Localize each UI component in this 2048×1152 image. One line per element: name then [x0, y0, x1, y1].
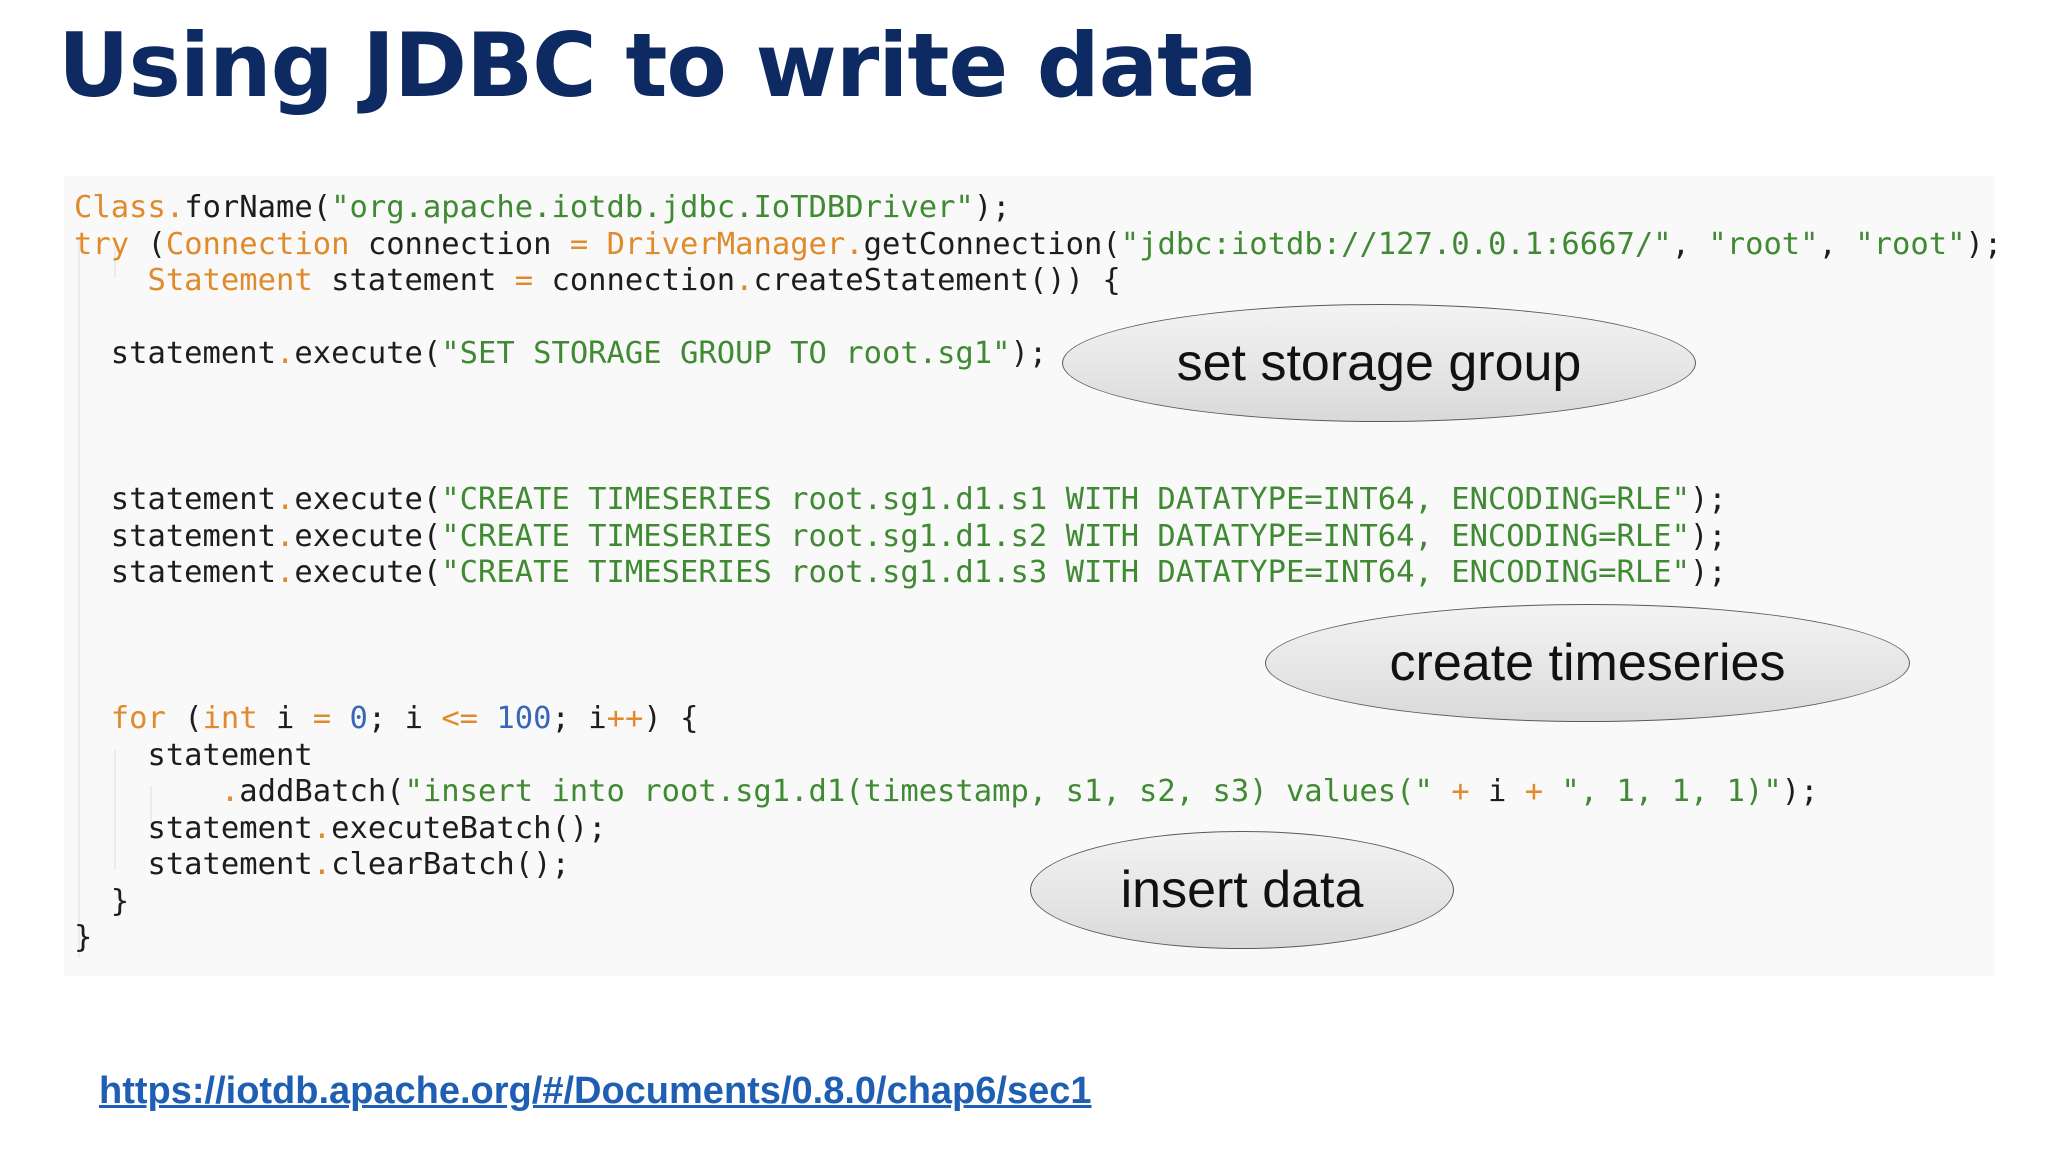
code-line: Statement statement = connection.createS… [147, 263, 1121, 298]
callout-create-timeseries: create timeseries [1265, 604, 1910, 722]
callout-label: create timeseries [1389, 634, 1786, 692]
callout-label: insert data [1120, 861, 1364, 919]
code-line: try (Connection connection = DriverManag… [74, 226, 2003, 262]
slide-title: Using JDBC to write data [58, 14, 1258, 117]
code-line: statement.execute("CREATE TIMESERIES roo… [74, 482, 1727, 517]
indent-guide [78, 238, 80, 958]
indent-guide [150, 786, 152, 826]
code-line: Class.forName("org.apache.iotdb.jdbc.IoT… [74, 190, 1011, 225]
code-line: .addBatch("insert into root.sg1.d1(times… [220, 774, 1819, 809]
callout-insert-data: insert data [1030, 831, 1454, 949]
code-line: statement.clearBatch(); [74, 847, 570, 882]
documentation-link[interactable]: https://iotdb.apache.org/#/Documents/0.8… [99, 1070, 1092, 1112]
code-line: statement.executeBatch(); [74, 810, 607, 846]
code-line: for (int i = 0; i <= 100; i++) { [110, 701, 699, 736]
code-line [74, 446, 2002, 483]
callout-set-storage-group: set storage group [1062, 304, 1696, 422]
callout-label: set storage group [1176, 334, 1582, 392]
code-listing: Class.forName("org.apache.iotdb.jdbc.IoT… [74, 190, 2002, 957]
code-line: } [74, 920, 93, 955]
code-line: statement.execute("CREATE TIMESERIES roo… [74, 518, 1727, 554]
code-block: Class.forName("org.apache.iotdb.jdbc.IoT… [64, 176, 2002, 976]
code-line: statement [74, 737, 313, 773]
code-line [74, 409, 2002, 446]
indent-guide [114, 238, 116, 278]
code-line [74, 300, 2002, 337]
indent-guide [114, 750, 116, 870]
code-line: statement.execute("CREATE TIMESERIES roo… [74, 555, 1727, 590]
code-line: } [74, 883, 130, 919]
code-line [74, 373, 2002, 410]
code-line: statement.execute("SET STORAGE GROUP TO … [74, 336, 1048, 371]
